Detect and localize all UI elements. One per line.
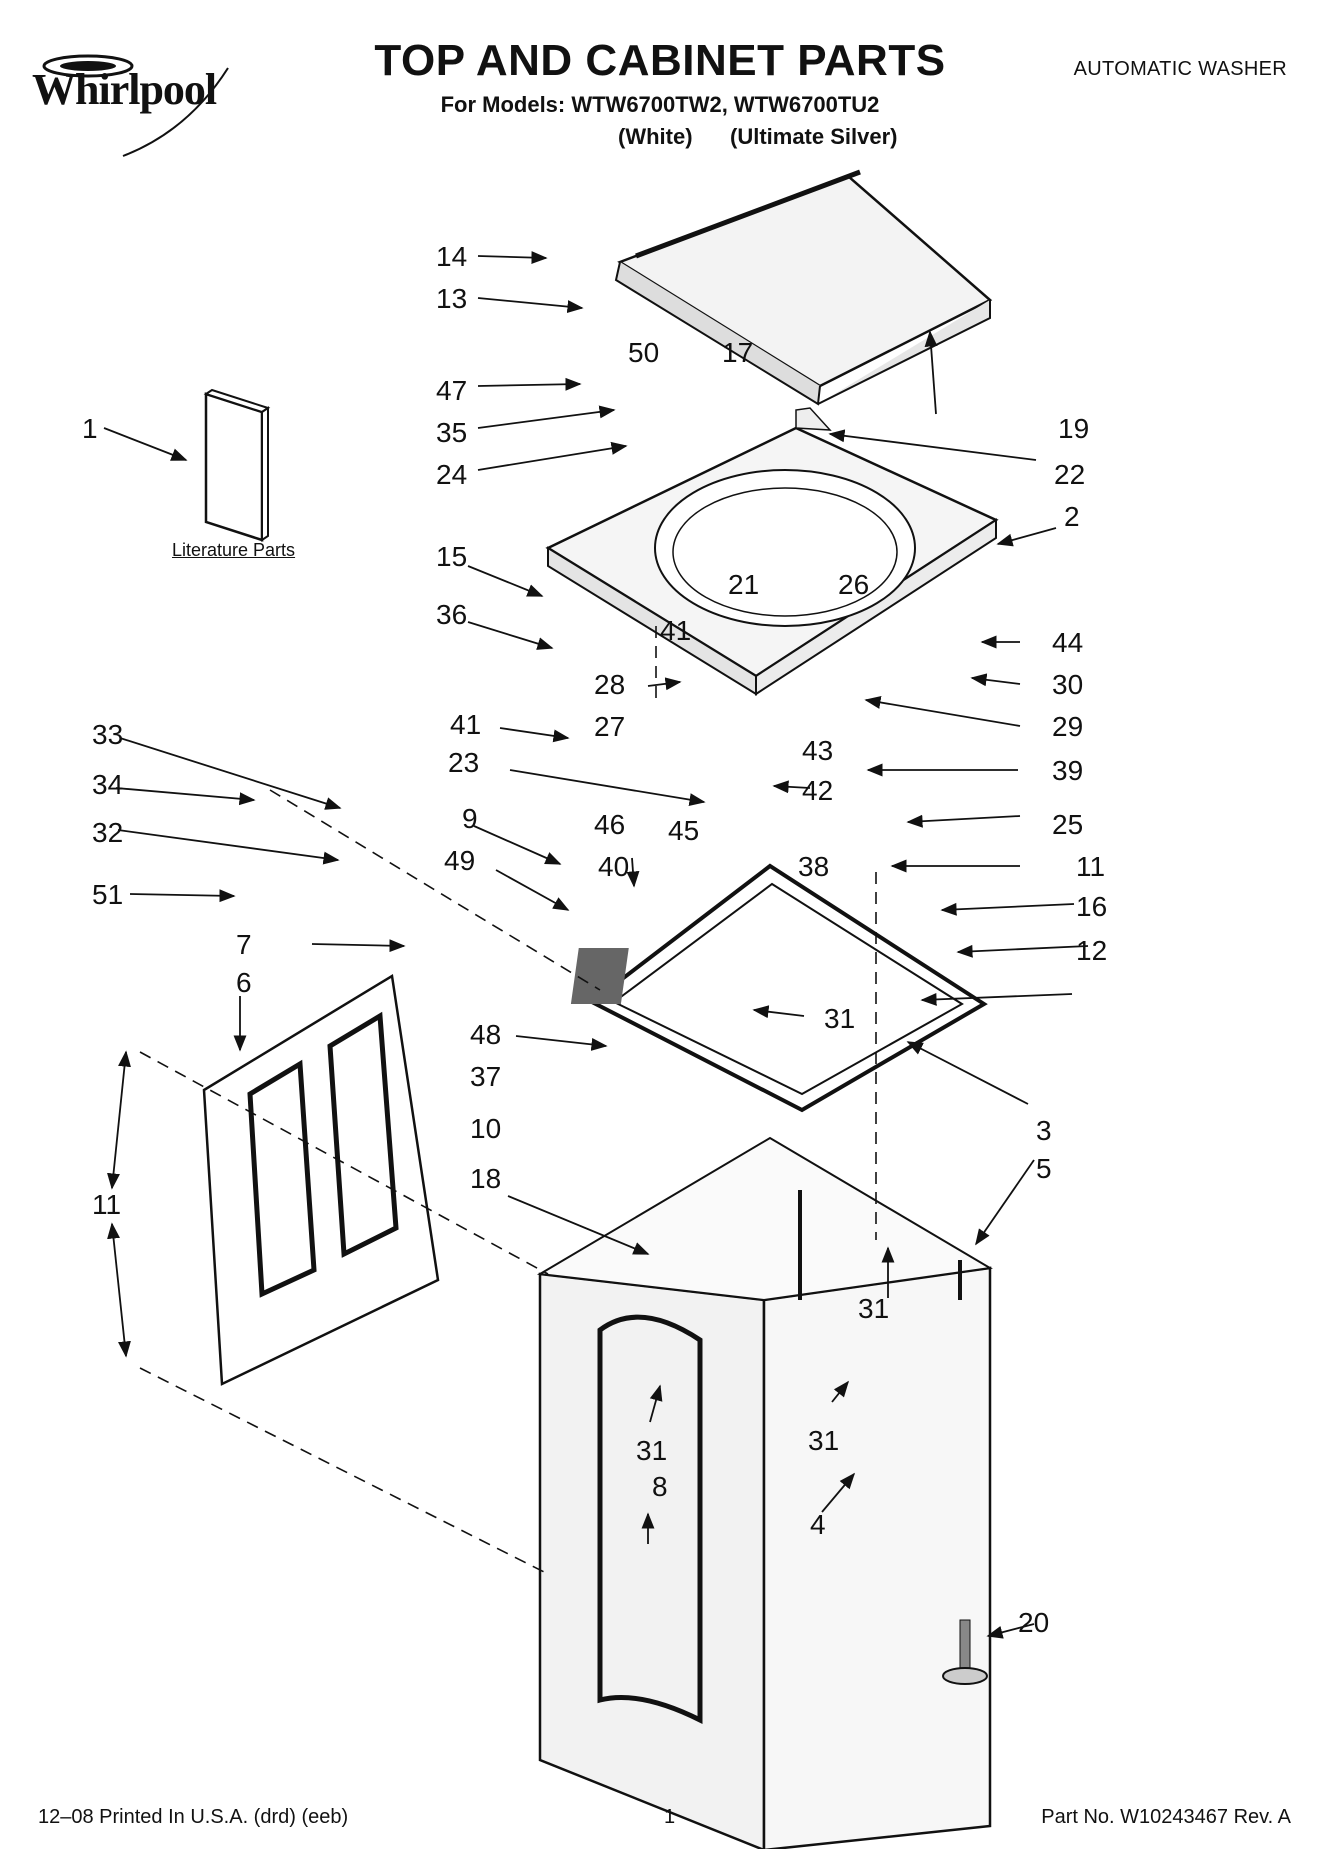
callout-24: 24: [436, 459, 467, 490]
part-number: Part No. W10243467 Rev. A: [1041, 1806, 1291, 1828]
callout-37: 37: [470, 1061, 501, 1092]
callout-20: 20: [1018, 1607, 1049, 1638]
callout-2: 2: [1064, 501, 1080, 532]
models-line: For Models: WTW6700TW2, WTW6700TU2: [440, 92, 880, 117]
callout-31d: 31: [636, 1435, 667, 1466]
callout-1: 1: [82, 413, 98, 444]
bracket-arrows: [107, 1050, 131, 1358]
brand-logo-text: Whirlpool: [32, 65, 217, 114]
whirlpool-logo: [42, 54, 229, 157]
callout-31c: 31: [808, 1425, 839, 1456]
callout-49: 49: [444, 845, 475, 876]
assembly-lines: [139, 626, 877, 1575]
callout-31a: 31: [824, 1003, 855, 1034]
callout-32: 32: [92, 817, 123, 848]
callout-13: 13: [436, 283, 467, 314]
callout-8: 8: [652, 1471, 668, 1502]
callout-26: 26: [838, 569, 869, 600]
callout-29: 29: [1052, 711, 1083, 742]
callout-18: 18: [470, 1163, 501, 1194]
callout-5: 5: [1036, 1153, 1052, 1184]
lid-part: [614, 169, 993, 406]
callout-35: 35: [436, 417, 467, 448]
callout-31b: 31: [858, 1293, 889, 1324]
callout-numbers: 14 13 50 17 19 47 35 22 1 24 2 15 21 26 …: [82, 241, 1107, 1638]
callout-23: 23: [448, 747, 479, 778]
callout-43: 43: [802, 735, 833, 766]
rear-panel-part: [202, 973, 440, 1386]
callout-6: 6: [236, 967, 252, 998]
callout-38: 38: [798, 851, 829, 882]
leveling-leg-part: [942, 1619, 988, 1685]
callout-30: 30: [1052, 669, 1083, 700]
callout-4: 4: [810, 1509, 826, 1540]
callout-41b: 41: [450, 709, 481, 740]
callout-36: 36: [436, 599, 467, 630]
callout-50: 50: [628, 337, 659, 368]
callout-51: 51: [92, 879, 123, 910]
callout-45: 45: [668, 815, 699, 846]
top-panel-part: [545, 407, 999, 696]
callout-33: 33: [92, 719, 123, 750]
callout-17: 17: [722, 337, 753, 368]
leader-arrows: [103, 251, 1089, 1639]
callout-25: 25: [1052, 809, 1083, 840]
callout-19: 19: [1058, 413, 1089, 444]
page-title: TOP AND CABINET PARTS: [374, 36, 946, 85]
variant-white: (White): [618, 124, 693, 149]
variant-silver: (Ultimate Silver): [730, 124, 898, 149]
callout-40: 40: [598, 851, 629, 882]
callout-47: 47: [436, 375, 467, 406]
callout-10: 10: [470, 1113, 501, 1144]
base-frame-part: [570, 863, 988, 1113]
callout-34: 34: [92, 769, 123, 800]
callout-21: 21: [728, 569, 759, 600]
callout-48: 48: [470, 1019, 501, 1050]
callout-46: 46: [594, 809, 625, 840]
callout-9: 9: [462, 803, 478, 834]
callout-15: 15: [436, 541, 467, 572]
callout-7: 7: [236, 929, 252, 960]
callout-11b: 11: [92, 1189, 121, 1220]
callout-41a: 41: [660, 615, 691, 646]
print-info: 12–08 Printed In U.S.A. (drd) (eeb): [38, 1806, 349, 1828]
literature-booklet: [203, 388, 271, 542]
literature-parts-label: Literature Parts: [172, 540, 296, 560]
callout-16: 16: [1076, 891, 1107, 922]
page-number: 1: [664, 1806, 676, 1828]
callout-14: 14: [436, 241, 467, 272]
callout-11a: 11: [1076, 851, 1105, 882]
product-type: AUTOMATIC WASHER: [1073, 58, 1287, 80]
callout-42: 42: [802, 775, 833, 806]
cabinet-part: [536, 1136, 993, 1849]
callout-28: 28: [594, 669, 625, 700]
callout-39: 39: [1052, 755, 1083, 786]
callout-22: 22: [1054, 459, 1085, 490]
callout-12: 12: [1076, 935, 1107, 966]
callout-27: 27: [594, 711, 625, 742]
callout-44: 44: [1052, 627, 1083, 658]
callout-3: 3: [1036, 1115, 1052, 1146]
